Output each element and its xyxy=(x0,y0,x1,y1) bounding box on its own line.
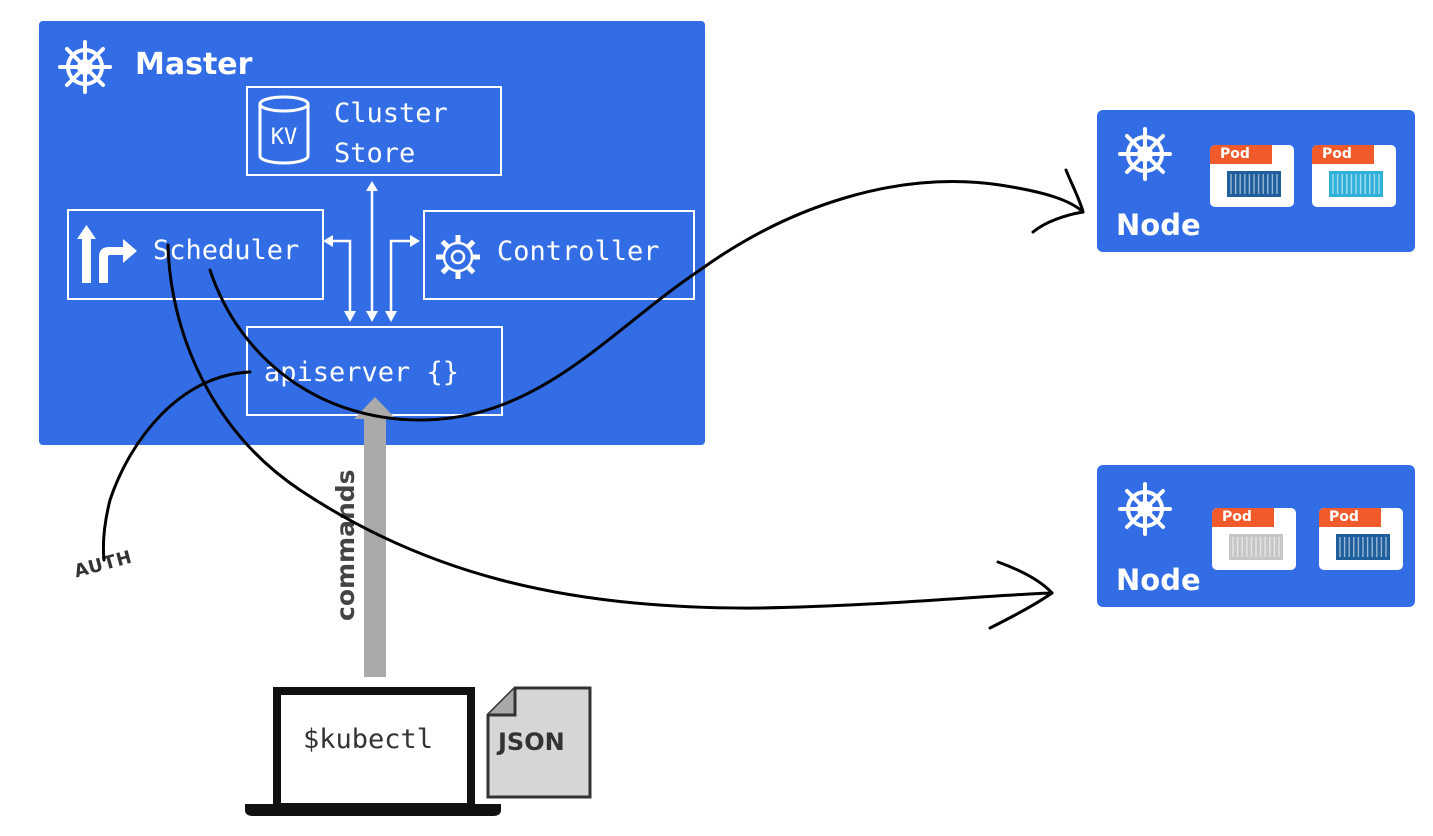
container-icon xyxy=(1229,534,1283,560)
master-title: Master xyxy=(135,47,253,82)
container-icon xyxy=(1336,534,1390,560)
pod: Pod xyxy=(1319,508,1403,570)
json-label: JSON xyxy=(498,728,565,756)
cluster-store-label-line2: Store xyxy=(334,138,416,169)
node2-arrowhead xyxy=(988,560,1054,630)
pod: Pod xyxy=(1312,145,1396,207)
node-title: Node xyxy=(1116,563,1201,597)
laptop-icon xyxy=(245,687,501,816)
scheduler-to-node2-flow xyxy=(166,243,1054,610)
kubectl-command: $kubectl xyxy=(303,724,434,755)
node1-arrowhead xyxy=(1031,168,1085,234)
json-document-icon xyxy=(486,686,592,799)
controller-label: Controller xyxy=(497,236,660,267)
gear-icon xyxy=(436,235,480,279)
kubernetes-helm-icon xyxy=(1118,482,1172,536)
kubernetes-helm-icon xyxy=(1118,127,1172,181)
node-1: Node Pod Pod xyxy=(1097,110,1415,252)
scheduler-box: Scheduler xyxy=(67,209,324,300)
kv-label: KV xyxy=(271,125,298,150)
scheduler-label: Scheduler xyxy=(153,235,300,266)
pod-tag: Pod xyxy=(1210,145,1272,164)
pod-tag: Pod xyxy=(1212,508,1274,527)
master-panel: Master KV Cluster Store Scheduler xyxy=(39,21,705,445)
cluster-store-label-line1: Cluster xyxy=(334,98,448,129)
pod-tag: Pod xyxy=(1319,508,1381,527)
scheduler-to-node1-flow xyxy=(208,180,1085,422)
node-2: Node Pod Pod xyxy=(1097,465,1415,607)
database-icon: KV xyxy=(258,95,310,165)
cluster-store-box: KV Cluster Store xyxy=(246,86,502,176)
kubernetes-helm-icon xyxy=(58,40,112,94)
pod: Pod xyxy=(1212,508,1296,570)
scheduler-api-connector xyxy=(331,239,352,319)
pod-tag: Pod xyxy=(1312,145,1374,164)
auth-flow xyxy=(101,370,252,562)
node-title: Node xyxy=(1116,208,1201,242)
controller-box: Controller xyxy=(423,210,695,300)
master-connectors xyxy=(323,181,420,322)
container-icon xyxy=(1227,171,1281,197)
container-icon xyxy=(1329,171,1383,197)
pod: Pod xyxy=(1210,145,1294,207)
route-arrows-icon xyxy=(77,225,137,283)
controller-api-connector xyxy=(389,239,412,319)
